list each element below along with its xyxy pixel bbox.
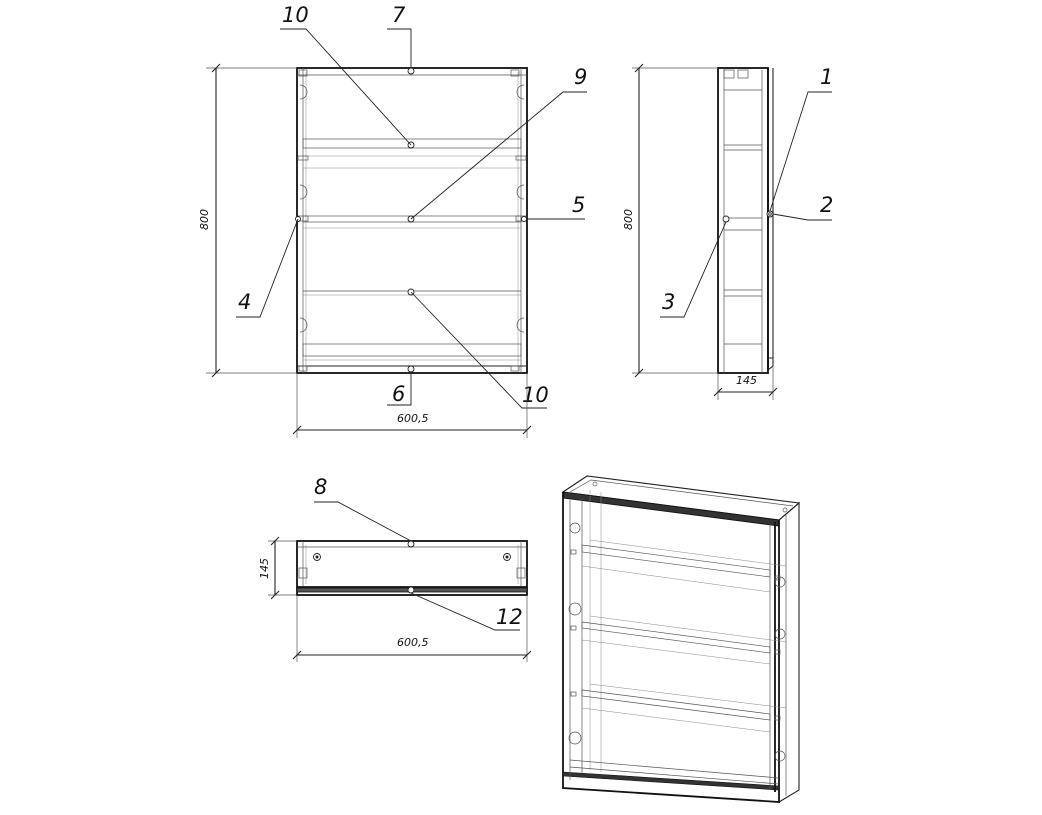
callout-2: 2 <box>820 193 833 217</box>
callout-7: 7 <box>392 3 406 27</box>
callout-10-top: 10 <box>282 3 309 27</box>
callout-4: 4 <box>238 290 251 314</box>
callout-1: 1 <box>820 65 833 89</box>
top-marker-8 <box>407 540 415 548</box>
top-view: 8 12 145 600,5 <box>258 475 532 662</box>
callout-8: 8 <box>314 475 327 499</box>
callout-5: 5 <box>572 193 585 217</box>
side-view: 1 2 3 800 145 <box>622 63 833 400</box>
isometric-view <box>561 475 801 803</box>
top-width-dim: 600,5 <box>397 636 429 649</box>
front-marker-5 <box>521 216 527 222</box>
top-depth-dim: 145 <box>258 558 271 579</box>
front-bottom-panel <box>302 343 522 357</box>
side-marker-3 <box>722 215 730 223</box>
front-marker-6 <box>407 365 415 373</box>
side-depth-dim: 145 <box>736 374 757 387</box>
callout-6: 6 <box>392 382 405 406</box>
front-marker-7 <box>407 67 415 75</box>
front-width-dim: 600,5 <box>397 412 429 425</box>
callout-9: 9 <box>574 65 587 89</box>
front-view: 10 7 9 5 4 6 10 800 600,5 <box>198 3 587 438</box>
side-height-dim: 800 <box>622 209 635 230</box>
top-marker-12 <box>407 586 415 594</box>
front-height-dim: 800 <box>198 209 211 230</box>
callout-12: 12 <box>496 605 523 629</box>
iso-front-top-edge <box>562 491 780 527</box>
callout-10-bottom: 10 <box>522 383 549 407</box>
side-marker-2 <box>768 212 772 216</box>
callout-3: 3 <box>662 290 675 314</box>
